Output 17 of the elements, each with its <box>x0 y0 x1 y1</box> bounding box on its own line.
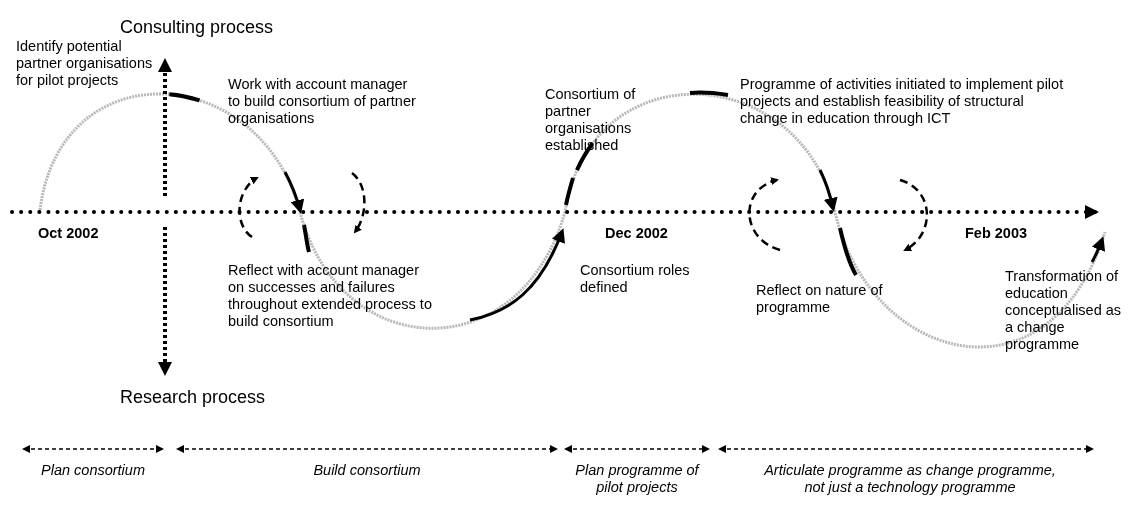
step-text: Work with account manager to build consortium of partner organisations <box>228 76 417 127</box>
step-text: Reflect on nature of programme <box>756 282 884 316</box>
step-text: Transformation of education conceptualised as a change programme <box>1005 268 1123 353</box>
phase-label: Articulate programme as change programme, not just a technology programme <box>762 462 1057 496</box>
step-text: Reflect with account manager on successes and failures throughout extended process to build consortium <box>228 262 433 330</box>
axis-title: Research process <box>120 386 267 408</box>
step-text: Consortium of partner organisations established <box>545 86 637 154</box>
date-label: Oct 2002 <box>38 225 100 242</box>
date-label: Dec 2002 <box>605 225 669 242</box>
axis-title: Consulting process <box>120 16 275 38</box>
step-text: Programme of activities initiated to implement pilot projects and establish feasibility of structural change in education through ICT <box>740 76 1065 127</box>
date-label: Feb 2003 <box>965 225 1029 242</box>
phase-label: Plan consortium <box>40 462 146 479</box>
phase-label: Build consortium <box>312 462 422 479</box>
step-text: Consortium roles defined <box>580 262 690 296</box>
phase-label: Plan programme of pilot projects <box>574 462 701 496</box>
step-text: Identify potential partner organisations for pilot projects <box>16 38 154 89</box>
